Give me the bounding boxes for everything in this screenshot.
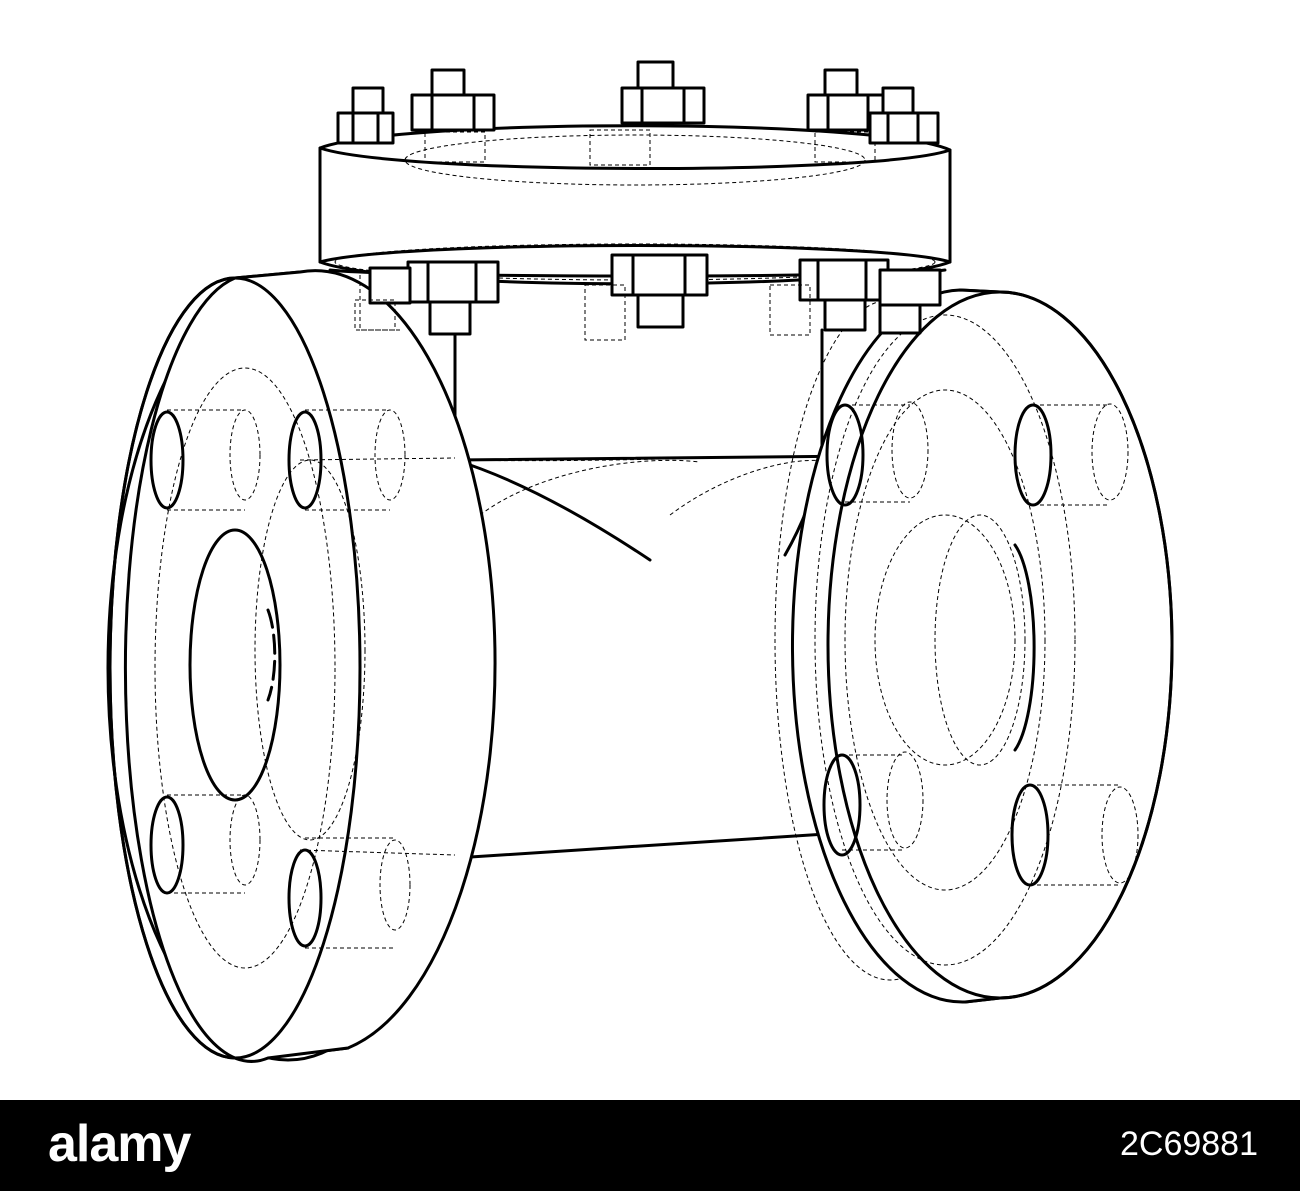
bottom-nut-1	[406, 260, 500, 336]
valve-drawing	[106, 60, 1174, 1063]
top-bolt-1	[336, 86, 395, 145]
stock-watermark-bar: alamy 2C69881	[0, 1100, 1300, 1191]
left-flange	[106, 269, 497, 1063]
top-bolts	[336, 60, 940, 166]
right-flange	[774, 288, 1174, 1004]
top-bolt-5	[868, 86, 940, 145]
alamy-logo: alamy	[48, 1115, 191, 1173]
bottom-bolts	[354, 253, 942, 341]
bottom-nut-4	[878, 268, 942, 335]
bottom-nut-2	[584, 253, 709, 341]
image-id-label: 2C69881	[1119, 1125, 1258, 1163]
top-bolt-3	[589, 60, 706, 166]
bottom-nut-5	[354, 266, 412, 331]
top-bolt-2	[410, 68, 496, 163]
swing-check-valve-wireframe	[106, 60, 1174, 1063]
